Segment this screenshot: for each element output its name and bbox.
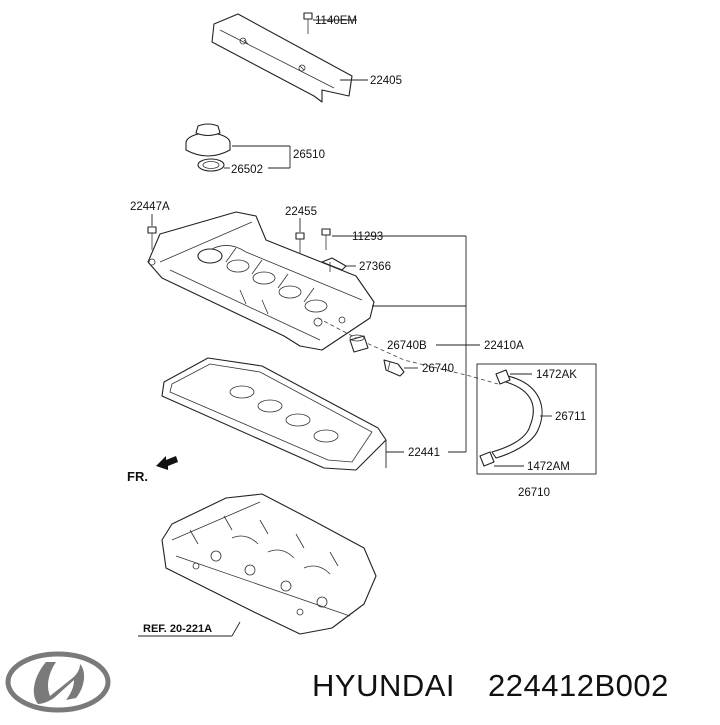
bolt-right-part bbox=[321, 228, 331, 250]
label-hose: 26711 bbox=[555, 411, 586, 423]
label-hose-assembly: 26710 bbox=[518, 487, 550, 499]
label-hose-clamp-bottom: 1472AM bbox=[527, 461, 570, 473]
bolt-left-part bbox=[147, 226, 157, 250]
hose-clamp-top-part bbox=[495, 369, 511, 385]
label-gasket: 22441 bbox=[408, 447, 440, 459]
label-front-marker: FR. bbox=[127, 469, 148, 484]
hose-assembly-box bbox=[476, 363, 597, 475]
valve-cover-part bbox=[147, 211, 375, 351]
cover-shield-part bbox=[211, 13, 353, 103]
brand-name: HYUNDAI bbox=[312, 668, 455, 703]
label-cover-assembly: 22410A bbox=[484, 340, 524, 352]
sensor-part bbox=[383, 359, 405, 377]
label-plug: 26740B bbox=[387, 340, 427, 352]
label-bolt-mid: 22455 bbox=[285, 206, 317, 218]
label-sensor: 26740 bbox=[422, 363, 454, 375]
gasket-part bbox=[161, 357, 387, 471]
part-number: 224412B002 bbox=[488, 668, 669, 703]
label-bolt-left: 22447A bbox=[130, 201, 170, 213]
label-cap-seal: 26502 bbox=[231, 164, 263, 176]
hose-clamp-bottom-part bbox=[479, 451, 495, 467]
cylinder-head-part bbox=[161, 493, 377, 635]
label-bolt-top: 1140EM bbox=[315, 15, 357, 27]
label-cover-shield: 22405 bbox=[370, 75, 402, 87]
front-arrow-icon bbox=[156, 456, 178, 470]
hose-part bbox=[491, 375, 543, 459]
label-bolt-right: 11293 bbox=[352, 231, 383, 243]
label-hose-clamp-top: 1472AK bbox=[536, 369, 577, 381]
label-bracket: 27366 bbox=[359, 261, 391, 273]
label-cap-assembly: 26510 bbox=[293, 149, 325, 161]
bolt-mid-part bbox=[295, 232, 305, 254]
filler-cap-part bbox=[185, 123, 231, 157]
bolt-top-part bbox=[303, 12, 313, 34]
cap-seal-part bbox=[197, 158, 225, 172]
hyundai-logo-icon bbox=[5, 651, 111, 713]
plug-part bbox=[349, 334, 369, 353]
label-reference: REF. 20-221A bbox=[143, 623, 212, 635]
